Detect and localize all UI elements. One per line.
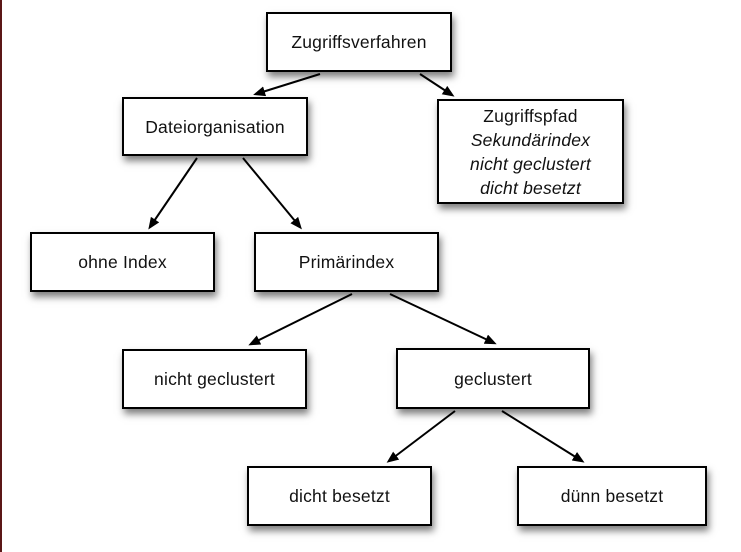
node-ohne-index: ohne Index [30,232,215,292]
node-label-line-1: Zugriffspfad [483,105,578,126]
node-label: Primärindex [298,252,395,272]
node-geclustert: geclustert [396,348,590,409]
node-zugriffsverfahren: Zugriffsverfahren [266,12,452,72]
edge-zugriffsverfahren-zugriffspfad [419,73,455,97]
node-zugriffspfad: Zugriffspfad Sekundärindex nicht geclust… [437,99,624,204]
node-label: dünn besetzt [560,486,664,506]
node-label: ohne Index [78,252,167,272]
edge-primaerindex-geclustert [389,293,497,345]
node-dateiorganisation: Dateiorganisation [122,97,308,156]
edge-geclustert-duenn_besetzt [501,410,585,463]
edge-geclustert-dicht_besetzt [386,410,456,463]
edge-zugriffsverfahren-dateiorganisation [253,73,321,97]
node-label: dicht besetzt [289,486,390,506]
node-duenn-besetzt: dünn besetzt [517,466,707,526]
node-label: geclustert [454,368,532,389]
node-nicht-geclustert: nicht geclustert [122,349,307,409]
edge-dateiorganisation-ohne_index [148,157,198,230]
node-label-line-3: nicht geclustert [470,153,591,174]
edge-dateiorganisation-primaerindex [242,157,302,230]
node-label: nicht geclustert [154,369,275,389]
node-label: Dateiorganisation [145,116,285,137]
node-label: Zugriffsverfahren [291,32,427,52]
node-primaerindex: Primärindex [254,232,439,292]
node-label-line-2: Sekundärindex [470,129,591,150]
page-left-edge-line [0,0,2,552]
node-label-line-4: dicht besetzt [480,177,581,198]
node-dicht-besetzt: dicht besetzt [247,466,432,526]
edge-primaerindex-nicht_geclustert [248,293,353,346]
